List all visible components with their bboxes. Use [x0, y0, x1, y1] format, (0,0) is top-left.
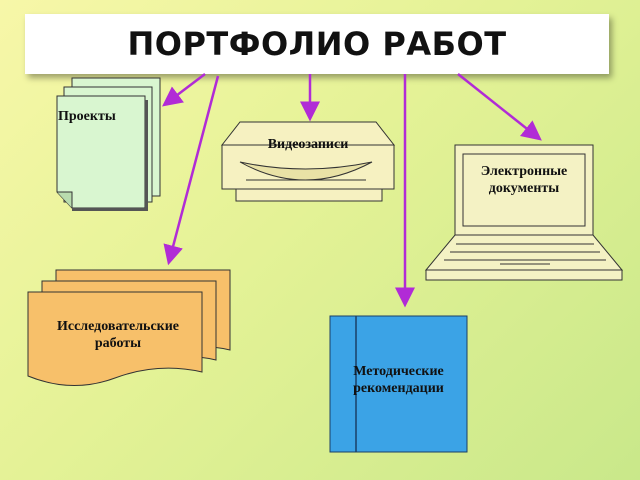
projects-stack-icon — [56, 77, 161, 211]
connector-arrows — [162, 73, 542, 308]
methods-label-line2: рекомендации — [353, 381, 444, 396]
research-label-line1: Исследовательские — [56, 319, 180, 334]
research-label: Исследовательские работы — [34, 318, 202, 352]
methods-book-icon — [329, 315, 468, 453]
research-stack-icon — [27, 269, 231, 386]
video-label: Видеозаписи — [267, 137, 349, 152]
page-title: ПОРТФОЛИО РАБОТ — [127, 25, 507, 63]
title-banner: ПОРТФОЛИО РАБОТ — [25, 14, 609, 74]
methods-label: Методические рекомендации — [336, 363, 461, 397]
arrow-to-projects — [162, 73, 206, 107]
edocs-label: Электронные документы — [463, 163, 585, 197]
edocs-label-line1: Электронные — [480, 164, 568, 179]
research-label-line2: работы — [94, 336, 142, 351]
projects-label: Проекты — [58, 109, 116, 124]
laptop-icon — [424, 144, 624, 281]
edocs-label-line2: документы — [488, 181, 560, 196]
video-drive-icon — [220, 121, 396, 202]
methods-label-line1: Методические — [353, 364, 444, 379]
arrow-to-edocs — [457, 73, 542, 141]
arrow-to-research — [163, 75, 220, 266]
